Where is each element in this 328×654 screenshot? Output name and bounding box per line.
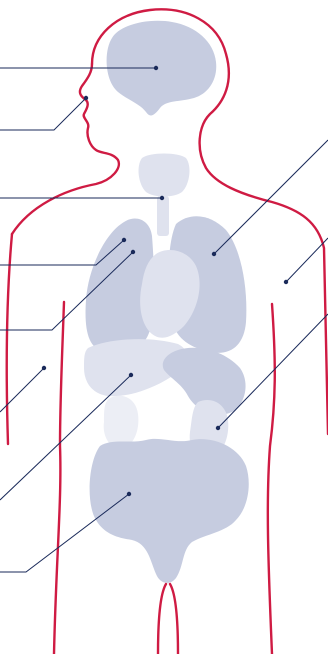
right-arm-inner-path [268,304,275,654]
leader-lung-right [212,140,328,256]
left-leg-path [158,584,166,654]
leader-mouth [0,96,88,130]
right-leg-path [170,584,178,654]
leader-thyroid [0,196,164,200]
face-path [12,64,119,234]
trachea-shape [157,196,169,236]
left-arm-inner-path [54,302,64,654]
intestines-shape [90,439,249,583]
organs-group [84,21,249,583]
leader-shoulder [284,238,328,284]
kidney-left-shape [104,396,139,448]
thyroid-shape [139,154,190,197]
